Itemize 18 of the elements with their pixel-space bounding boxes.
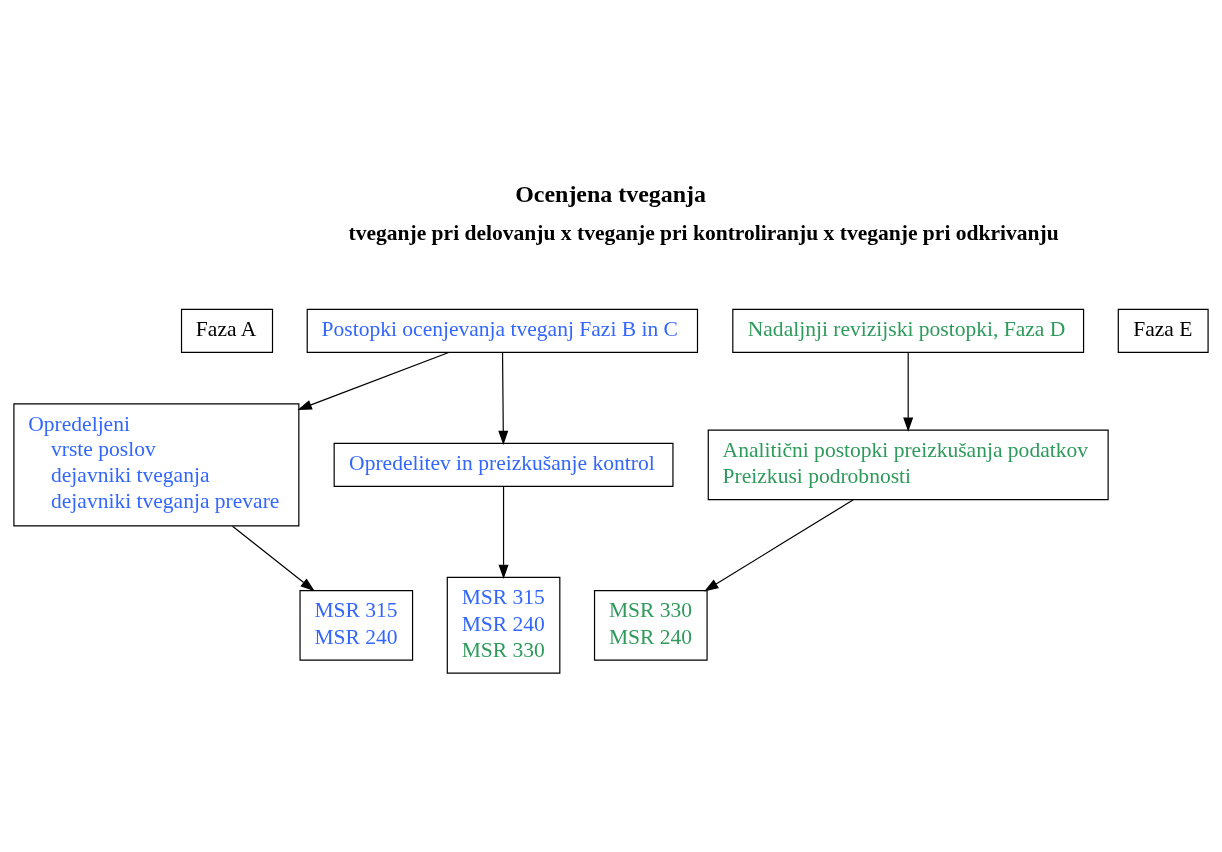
node-box: Faza E: [1117, 308, 1209, 353]
arrow: [297, 351, 450, 410]
node-box: Opredeljeni vrste poslov dejavniki tveganja dejavniki tveganja prevare: [13, 403, 300, 527]
node-box: MSR 315 MSR 240 MSR 330: [446, 576, 561, 674]
arrow: [903, 352, 914, 432]
node-box: MSR 330 MSR 240: [593, 590, 708, 661]
arrow: [231, 525, 315, 592]
node-box: Nadaljnji revizijski postopki, Faza D: [732, 308, 1085, 353]
arrow: [704, 499, 854, 592]
node-box: Opredelitev in preizkušanje kontrol: [333, 442, 674, 488]
arrow: [498, 352, 509, 446]
node-box: Analitični postopki preizkušanja podatkov Preizkusi podrobnosti: [707, 429, 1109, 501]
node-box: MSR 315 MSR 240: [299, 590, 414, 661]
arrow: [498, 486, 509, 580]
diagram-title: Ocenjena tveganja: [515, 180, 707, 207]
node-box: Faza A: [180, 308, 274, 353]
node-box: Postopki ocenjevanja tveganj Fazi B in C: [306, 308, 699, 353]
label: tveganje pri delovanju x tveganje pri kontroliranju x tveganje pri odkrivanju: [348, 221, 1059, 246]
